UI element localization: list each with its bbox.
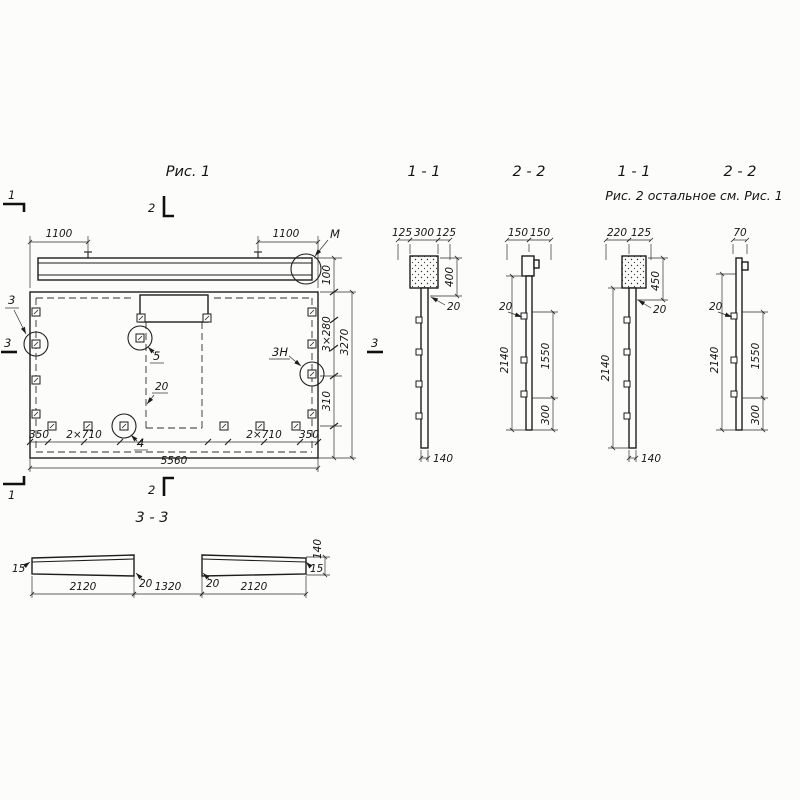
dim-2120-right: 2120 [241, 581, 268, 593]
cut-mark-2-top: 2 [148, 201, 155, 215]
dim-400: 400 [444, 267, 456, 287]
dim-2140-s22b: 2140 [709, 346, 721, 373]
dim-15-right: 15 [310, 563, 324, 575]
dim-2120-left: 2120 [70, 581, 97, 593]
callout-m: М [330, 227, 340, 241]
dim-2140-s22a: 2140 [499, 346, 511, 373]
dim-20-s22b: 20 [709, 301, 723, 313]
dim-15-left: 15 [12, 563, 26, 575]
callout-3n: 3Н [272, 345, 288, 359]
dim-350-right: 350 [299, 429, 319, 441]
dim-300: 300 [414, 227, 434, 239]
dim-150-left: 150 [508, 227, 528, 239]
cut-mark-1-bottom: 1 [8, 488, 15, 502]
dim-150-right: 150 [530, 227, 550, 239]
dim-125-s11b: 125 [631, 227, 651, 239]
dim-3270: 3270 [339, 328, 351, 355]
dim-140-s11a: 140 [433, 453, 453, 465]
fig2-note: Рис. 2 остальное см. Рис. 1 [605, 188, 782, 203]
dim-70: 70 [733, 227, 747, 239]
callout-4: 4 [137, 436, 144, 450]
dim-20-plan: 20 [155, 381, 169, 393]
section-3-3: 3 - 3 2120 1320 2120 15 20 20 15 140 [12, 510, 330, 598]
dim-220: 220 [607, 227, 627, 239]
section-1-1a-title: 1 - 1 [408, 164, 441, 180]
plan-view: Рис. 1 3 5 [1, 164, 383, 502]
embedded-parts [31, 307, 317, 431]
detail-callouts: 3 5 4 3Н М 20 [5, 227, 340, 451]
dim-3x280: 3×280 [321, 316, 333, 352]
section-1-1-fig1: 1 - 1 125 300 125 400 20 140 [392, 164, 462, 465]
dim-20-s11a: 20 [447, 301, 461, 313]
dim-2x710-right: 2×710 [246, 429, 282, 441]
dim-1100-left: 1100 [46, 228, 73, 240]
dim-20-right: 20 [206, 578, 220, 590]
plan-dimensions: 1100 1100 100 3×280 310 3270 [26, 228, 356, 472]
dim-1320: 1320 [155, 581, 182, 593]
dim-2x710-left: 2×710 [66, 429, 102, 441]
section-3-3-title: 3 - 3 [136, 510, 169, 526]
dim-350-left: 350 [29, 429, 49, 441]
callout-3: 3 [8, 293, 15, 307]
section-2-2b-title: 2 - 2 [724, 164, 757, 180]
dim-140-s11b: 140 [641, 453, 661, 465]
lintel-beam [37, 251, 313, 281]
dim-1550-s22a: 1550 [540, 342, 552, 369]
panel-outline [29, 291, 319, 459]
dim-140-s33: 140 [312, 539, 324, 559]
cut-mark-3-right: 3 [371, 336, 378, 350]
dim-100: 100 [321, 265, 333, 285]
fig1-title: Рис. 1 [166, 164, 211, 180]
dim-450: 450 [650, 271, 662, 291]
dim-310: 310 [321, 391, 333, 411]
dim-125-left: 125 [392, 227, 412, 239]
section-1-1-fig2: 1 - 1 Рис. 2 остальное см. Рис. 1 220 12… [600, 164, 783, 465]
dim-300-s22a: 300 [540, 405, 552, 425]
dim-1550-s22b: 1550 [750, 342, 762, 369]
cut-mark-2-bottom: 2 [148, 483, 155, 497]
dim-1100-right: 1100 [273, 228, 300, 240]
dim-20-left: 20 [139, 578, 153, 590]
dim-300-s22b: 300 [750, 405, 762, 425]
dim-2140-s11b: 2140 [600, 354, 612, 381]
section-cut-marks: 1 1 2 2 3 3 [1, 188, 383, 502]
cut-mark-1-top: 1 [8, 188, 15, 202]
dim-20-s11b: 20 [653, 304, 667, 316]
cut-mark-3-left: 3 [4, 336, 11, 350]
section-1-1b-title: 1 - 1 [618, 164, 651, 180]
section-2-2-fig2: 2 - 2 70 20 2140 1550 300 [709, 164, 768, 433]
dim-125-right: 125 [436, 227, 456, 239]
section-2-2a-title: 2 - 2 [513, 164, 546, 180]
dim-20-s22a: 20 [499, 301, 513, 313]
callout-5: 5 [153, 349, 160, 363]
dim-5560: 5560 [161, 455, 188, 467]
section-2-2-fig1: 2 - 2 150 150 20 2140 1550 300 [499, 164, 558, 433]
